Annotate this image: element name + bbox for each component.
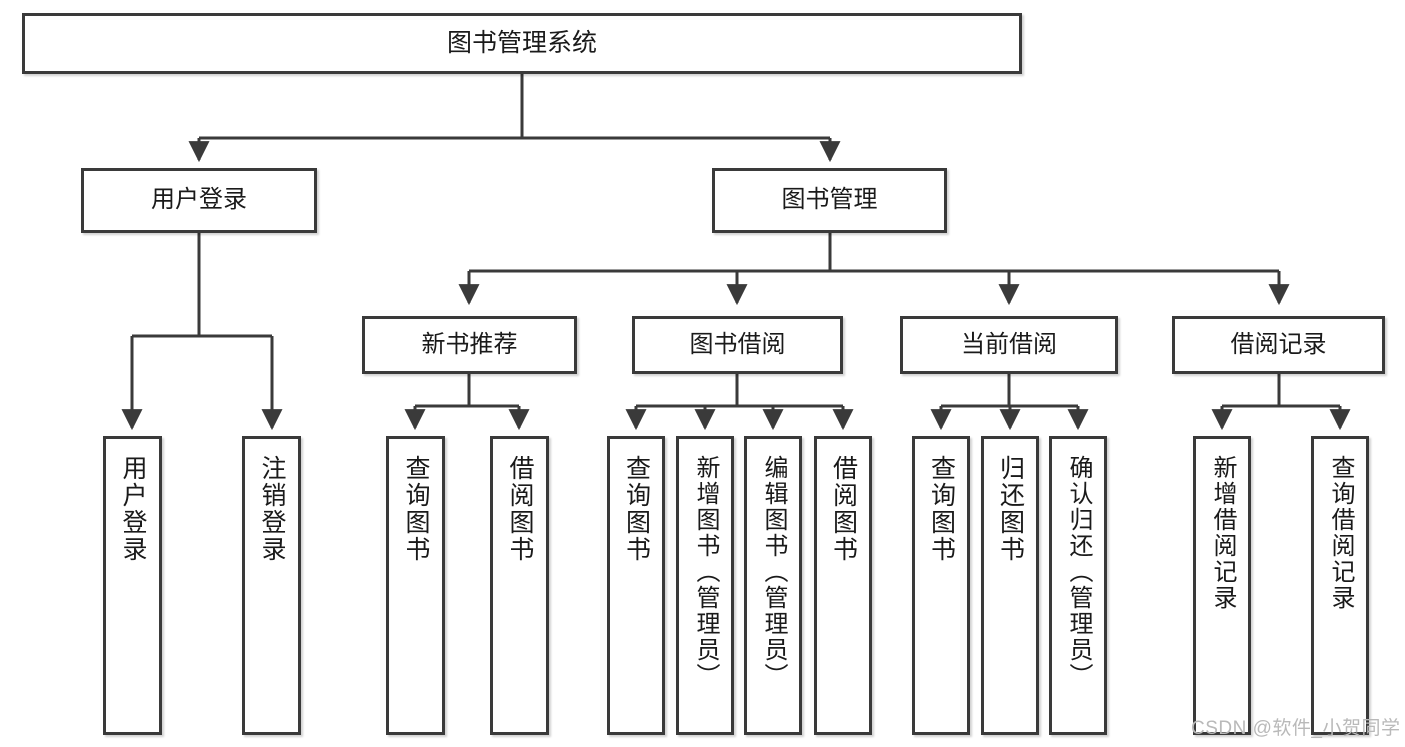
node-book-management-label: 图书管理	[781, 186, 878, 214]
leaf-return-book[interactable]: 归还图书	[981, 436, 1039, 735]
leaf-borrow-book-2-label: 借阅图书	[829, 455, 858, 563]
leaf-query-record-label: 查询借阅记录	[1327, 455, 1354, 611]
leaf-confirm-return-label: 确认归还（管理员）	[1065, 455, 1092, 689]
leaf-user-login-label: 用户登录	[119, 455, 147, 563]
node-borrow-record[interactable]: 借阅记录	[1172, 316, 1385, 374]
leaf-query-book-1-label: 查询图书	[402, 455, 430, 563]
leaf-return-book-label: 归还图书	[996, 455, 1025, 563]
watermark: CSDN @软件_小贺同学	[1191, 718, 1401, 739]
leaf-query-book-1[interactable]: 查询图书	[386, 436, 445, 735]
node-current-borrow-label: 当前借阅	[961, 330, 1057, 358]
leaf-borrow-book-1-label: 借阅图书	[506, 455, 534, 563]
node-user-login[interactable]: 用户登录	[81, 168, 317, 233]
leaf-edit-book-label: 编辑图书（管理员）	[760, 455, 787, 689]
node-new-book-recommend[interactable]: 新书推荐	[362, 316, 577, 374]
node-book-management[interactable]: 图书管理	[712, 168, 947, 233]
node-user-login-label: 用户登录	[151, 186, 247, 214]
leaf-borrow-book-1[interactable]: 借阅图书	[490, 436, 549, 735]
node-borrow-record-label: 借阅记录	[1230, 330, 1327, 358]
leaf-add-book[interactable]: 新增图书（管理员）	[676, 436, 734, 735]
leaf-query-book-2-label: 查询图书	[622, 455, 651, 563]
leaf-logout-login[interactable]: 注销登录	[242, 436, 301, 735]
node-root-label: 图书管理系统	[446, 28, 597, 57]
leaf-user-login[interactable]: 用户登录	[103, 436, 162, 735]
node-new-book-recommend-label: 新书推荐	[421, 330, 518, 358]
leaf-add-record-label: 新增借阅记录	[1209, 455, 1236, 611]
leaf-query-book-3[interactable]: 查询图书	[912, 436, 970, 735]
leaf-query-book-2[interactable]: 查询图书	[607, 436, 665, 735]
leaf-logout-login-label: 注销登录	[258, 455, 286, 563]
leaf-query-record[interactable]: 查询借阅记录	[1311, 436, 1369, 735]
node-book-borrow-label: 图书借阅	[689, 330, 786, 358]
leaf-borrow-book-2[interactable]: 借阅图书	[814, 436, 872, 735]
node-book-borrow[interactable]: 图书借阅	[632, 316, 843, 374]
leaf-edit-book[interactable]: 编辑图书（管理员）	[744, 436, 802, 735]
leaf-query-book-3-label: 查询图书	[927, 455, 956, 563]
node-current-borrow[interactable]: 当前借阅	[900, 316, 1118, 374]
leaf-confirm-return[interactable]: 确认归还（管理员）	[1049, 436, 1107, 735]
leaf-add-record[interactable]: 新增借阅记录	[1193, 436, 1251, 735]
node-root[interactable]: 图书管理系统	[22, 13, 1022, 74]
leaf-add-book-label: 新增图书（管理员）	[692, 455, 719, 689]
